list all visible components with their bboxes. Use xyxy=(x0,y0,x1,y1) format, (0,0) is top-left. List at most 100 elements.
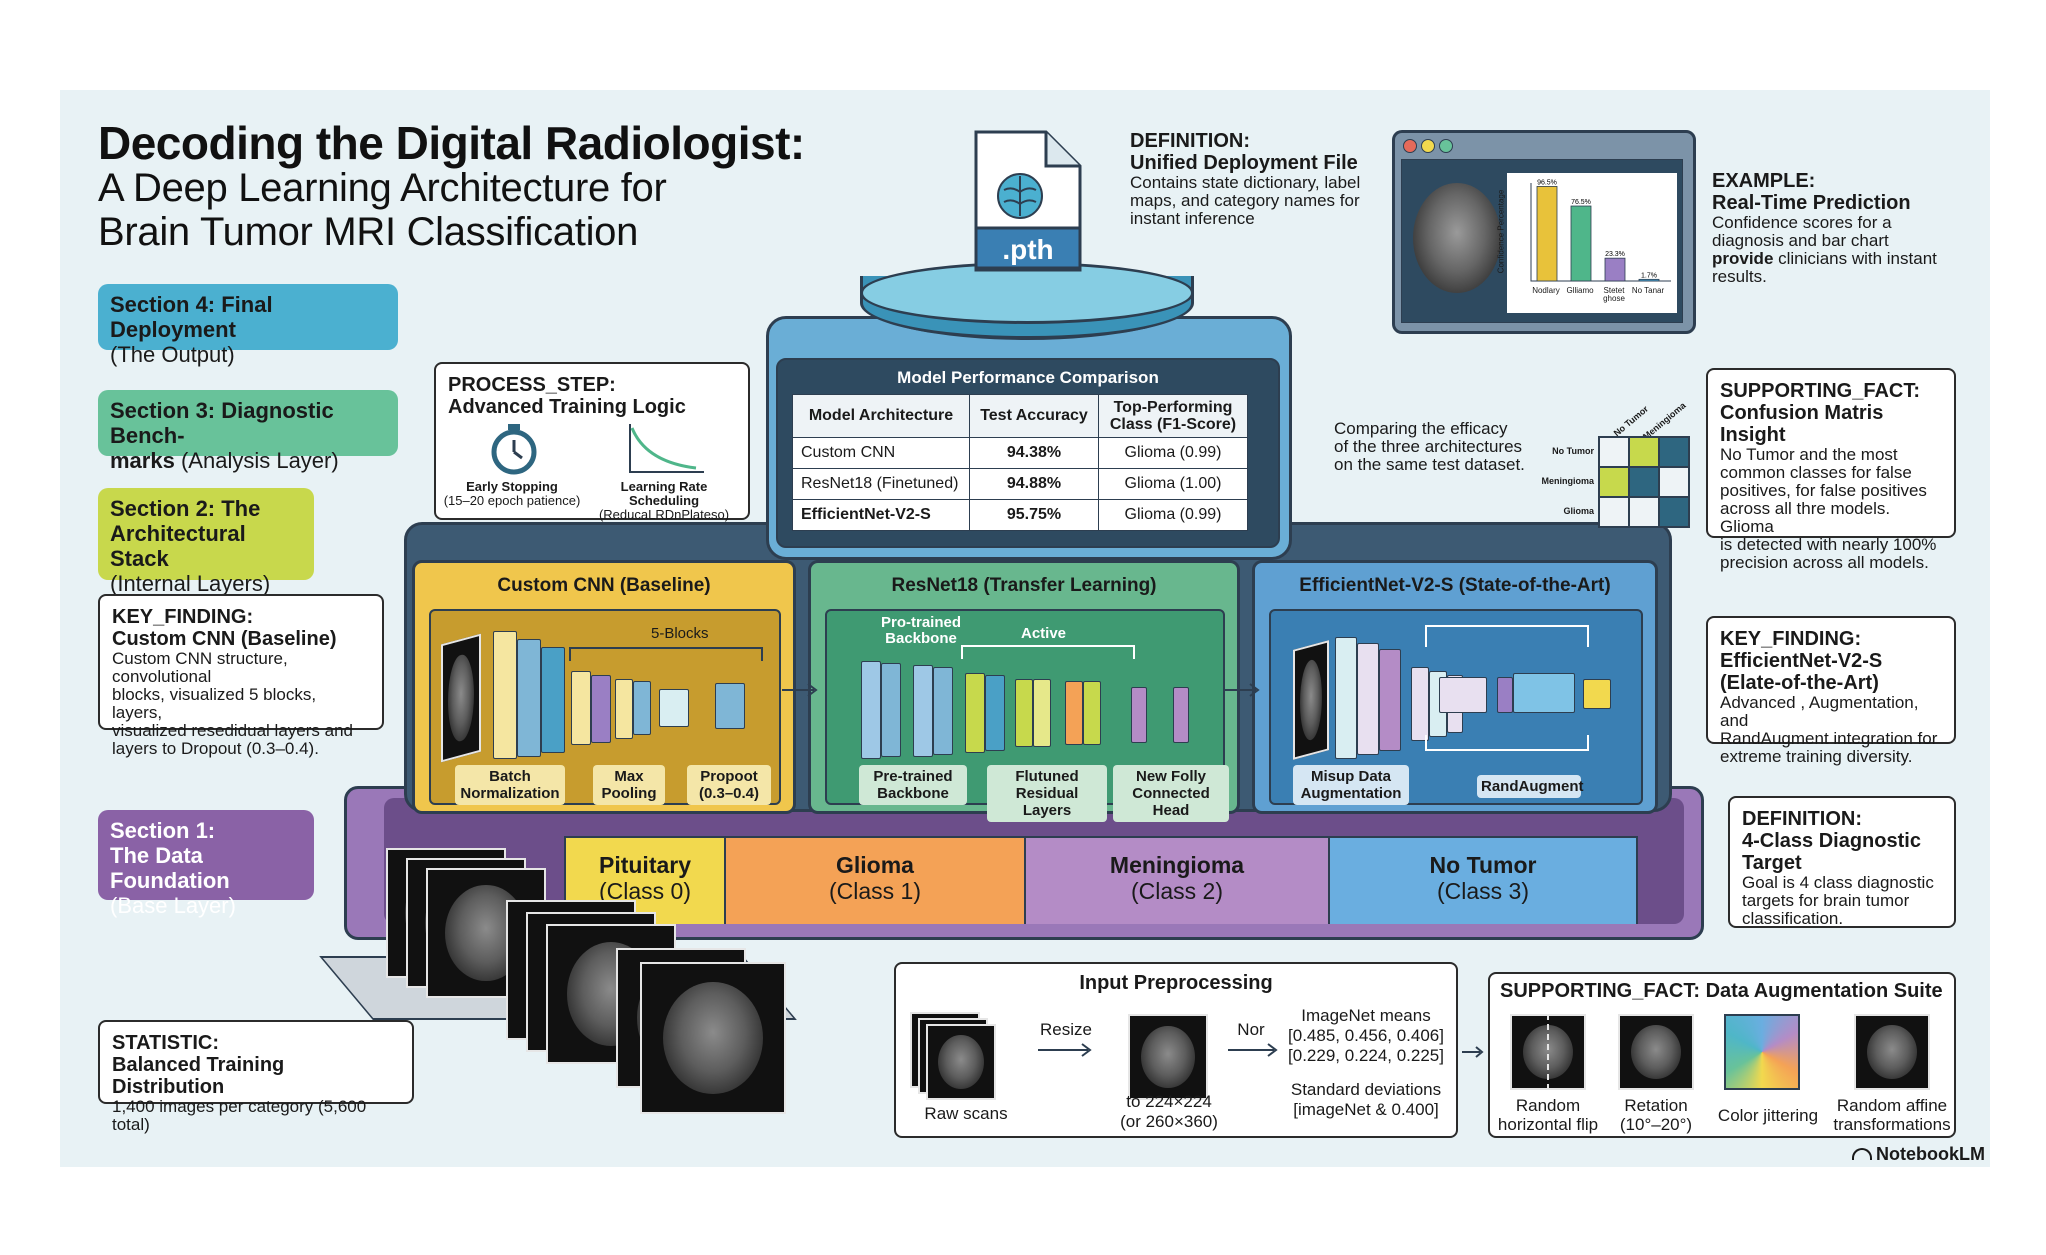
aug-0-b: horizontal flip xyxy=(1497,1115,1599,1134)
input-mri xyxy=(1293,640,1329,760)
example-title: Real-Time Prediction xyxy=(1712,192,1911,214)
early-stopping-sub: (15–20 epoch patience) xyxy=(443,493,581,508)
resnet-block xyxy=(933,667,953,755)
section-2-title-b: Architectural Stack xyxy=(110,521,246,571)
confusion-insight-box: SUPPORTING_FACT: Confusion Matris Insigh… xyxy=(1706,368,1956,572)
finetuned-residual-label: Flutuned Residual Layers xyxy=(987,765,1107,822)
pred-xlabel-3: No Tanar xyxy=(1631,286,1665,295)
class-0-sub: (Class 0) xyxy=(598,878,691,904)
perf-cell: Glioma (1.00) xyxy=(1098,468,1248,500)
blocks-bracket xyxy=(569,647,763,661)
section-1-title-a: Section 1: xyxy=(110,818,216,843)
section-2-title-a: Section 2: The xyxy=(110,496,261,521)
process-step-title: Advanced Training Logic xyxy=(448,396,686,418)
perf-table-frame: Model Performance Comparison Model Archi… xyxy=(776,358,1280,548)
example-text-c-bold: provide xyxy=(1712,249,1774,268)
lr-scheduling-sub: (ReducaLRDnPlateso) xyxy=(598,507,730,522)
section-1-sub: (Base Layer) xyxy=(110,893,236,918)
example-text-a: Confidence scores for a xyxy=(1712,213,1892,232)
comparing-line-1: of the three architectures xyxy=(1334,437,1523,456)
resnet-block xyxy=(861,661,881,759)
perf-cell: ResNet18 (Finetuned) xyxy=(792,468,970,500)
custom-cnn-title: Custom CNN (Baseline) xyxy=(497,575,711,596)
conv-block xyxy=(541,647,565,753)
key-finding-eff-title-a: EfficientNet-V2-S xyxy=(1720,650,1883,672)
confusion-matrix: No Tumor Meningioma No Tumor Meningioma … xyxy=(1530,400,1690,528)
flip-axis xyxy=(1547,1014,1549,1090)
definition-target-box: DEFINITION: 4-Class Diagnostic Target Go… xyxy=(1728,796,1956,928)
confusion-text-4: is detected with nearly 100% xyxy=(1720,535,1937,554)
perf-cell: Custom CNN xyxy=(792,437,970,469)
conv-block xyxy=(571,671,591,745)
resnet-block xyxy=(913,665,933,757)
key-finding-eff-box: KEY_FINDING: EfficientNet-V2-S (Elate-of… xyxy=(1706,616,1956,766)
resize-label: Resize xyxy=(1040,1020,1092,1039)
batch-normalization-label: Batch Normalization xyxy=(455,765,565,805)
pred-bar-3 xyxy=(1638,278,1660,282)
notebooklm-logo-icon xyxy=(1852,1148,1872,1160)
perf-cell: 95.75% xyxy=(969,499,1099,531)
color-jitter-example xyxy=(1724,1014,1800,1090)
window-maximize-icon xyxy=(1439,139,1453,153)
title-line-2: A Deep Learning Architecture for xyxy=(98,166,667,210)
mri-preview xyxy=(1413,183,1501,293)
eff-block xyxy=(1439,677,1487,713)
custom-cnn-panel: Custom CNN (Baseline) 5-Blocks Batch Nor… xyxy=(412,560,796,814)
pred-bar-2 xyxy=(1604,257,1626,282)
aug-caption-2: Color jittering xyxy=(1717,1106,1819,1125)
definition-target-title-a: 4-Class Diagnostic xyxy=(1742,830,1921,852)
aug-0-a: Random xyxy=(1515,1096,1581,1115)
efficientnet-title: EfficientNet-V2-S (State-of-the-Art) xyxy=(1299,575,1611,596)
max-pooling-label: Max Pooling xyxy=(593,765,665,805)
cm-cell xyxy=(1659,437,1689,467)
example-text: EXAMPLE: Real-Time Prediction Confidence… xyxy=(1712,170,1982,286)
definition-target-text-0: Goal is 4 class diagnostic xyxy=(1742,873,1934,892)
statistic-tag: STATISTIC: xyxy=(112,1032,220,1054)
statistic-title: Balanced Training Distribution xyxy=(112,1054,285,1098)
statistic-box: STATISTIC: Balanced Training Distributio… xyxy=(98,1020,414,1134)
efficientnet-panel: EfficientNet-V2-S (State-of-the-Art) Mis… xyxy=(1252,560,1658,814)
confusion-text-3: across all thre models. Glioma xyxy=(1720,499,1891,536)
pred-xlabel-0: Nodlary xyxy=(1532,286,1560,295)
key-finding-cnn-text-1: blocks, visualized 5 blocks, layers, xyxy=(112,685,317,722)
mri-scan xyxy=(640,962,786,1114)
deployment-text-1: maps, and category names for xyxy=(1130,191,1360,210)
comparing-line-0: Comparing the efficacy xyxy=(1334,419,1508,438)
active-bracket xyxy=(961,645,1135,659)
eff-block xyxy=(1513,673,1575,713)
class-2-name: Meningioma xyxy=(1109,852,1245,878)
perf-table-wrap: Model Architecture Test Accuracy Top-Per… xyxy=(792,394,1248,531)
class-no-tumor: No Tumor (Class 3) xyxy=(1330,838,1636,924)
deployment-text-2: instant inference xyxy=(1130,209,1255,228)
example-text-b: diagnosis and bar chart xyxy=(1712,231,1889,250)
input-mri xyxy=(441,633,481,763)
class-2-sub: (Class 2) xyxy=(1130,878,1223,904)
section-3-tag: Section 3: Diagnostic Bench- marks (Anal… xyxy=(98,390,398,473)
lr-scheduling-caption: Learning Rate Scheduling (ReducaLRDnPlat… xyxy=(584,480,744,522)
pred-value-label-3: 1.7% xyxy=(1641,272,1657,279)
aug-3-b: transformations xyxy=(1833,1115,1951,1134)
aug-3-a: Random affine xyxy=(1836,1096,1948,1115)
key-finding-eff-title-b: (Elate-of-the-Art) xyxy=(1720,672,1879,694)
resnet-block xyxy=(1173,687,1189,743)
section-4-title: Section 4: Final Deployment xyxy=(110,292,273,342)
cm-cell xyxy=(1629,437,1659,467)
key-finding-cnn-tag: KEY_FINDING: xyxy=(112,606,254,628)
preprocessing-title: Input Preprocessing xyxy=(1079,972,1273,994)
pred-bar-1 xyxy=(1570,205,1592,282)
cm-grid xyxy=(1598,436,1690,528)
class-glioma: Glioma (Class 1) xyxy=(726,838,1026,924)
confusion-title: Confusion Matris Insight xyxy=(1720,402,1884,446)
section-3-title-a: Section 3: Diagnostic Bench- xyxy=(110,398,334,448)
lr-scheduling-label: Learning Rate Scheduling xyxy=(620,479,708,508)
augmentation-box: SUPPORTING_FACT: Data Augmentation Suite… xyxy=(1488,972,1956,1138)
eff-block xyxy=(1497,677,1513,713)
title-line-3: Brain Tumor MRI Classification xyxy=(98,210,639,254)
arrow-icon xyxy=(782,683,818,697)
class-bar: Pituitary (Class 0) Glioma (Class 1) Men… xyxy=(564,836,1638,924)
early-stopping-caption: Early Stopping (15–20 epoch patience) xyxy=(442,480,582,508)
perf-header-model: Model Architecture xyxy=(792,394,970,438)
eff-block xyxy=(1379,649,1401,751)
cm-row-label-1: Meningioma xyxy=(1541,476,1594,486)
